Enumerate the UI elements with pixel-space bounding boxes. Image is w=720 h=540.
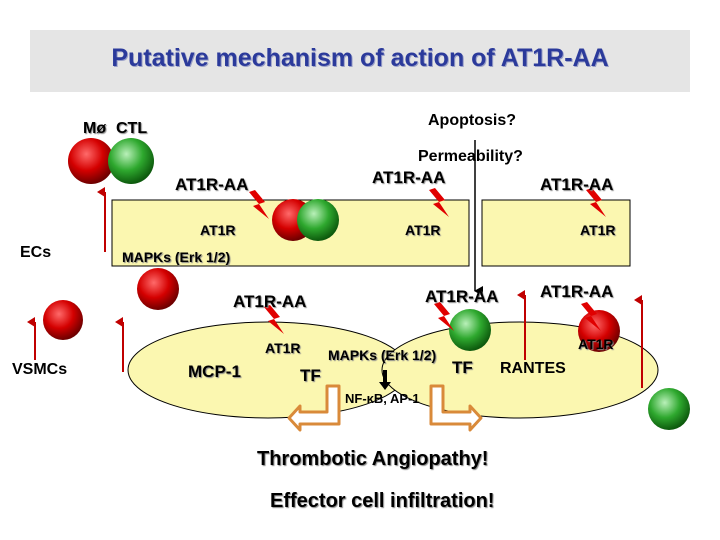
mapks-label: MAPKs (Erk 1/2)	[122, 249, 231, 265]
macrophage-cell	[137, 268, 179, 310]
tf-label: TF	[452, 358, 473, 377]
nfkb-arrow-left	[287, 384, 341, 432]
at1r-aa-label: AT1R-AA	[233, 292, 307, 311]
ecs-label: ECs	[20, 244, 52, 261]
at1r-receptor-label: AT1R	[200, 222, 236, 238]
signal-arrowhead	[379, 382, 391, 390]
at1r-aa-label: AT1R-AA	[425, 287, 499, 306]
lightning-icon	[249, 190, 269, 219]
at1r-receptor-label: AT1R	[405, 222, 441, 238]
rantes-label: RANTES	[500, 360, 566, 377]
lightning-icon	[434, 302, 454, 331]
ctl-cell	[297, 199, 339, 241]
ctl-cell	[648, 388, 690, 430]
ec-cell-right	[481, 199, 631, 267]
mcp1-label: MCP-1	[188, 362, 241, 381]
apoptosis-label: Apoptosis?	[428, 112, 516, 129]
ctl-cell	[108, 138, 154, 184]
outcome-thrombotic-label: Thrombotic Angiopathy!	[257, 448, 489, 470]
lightning-icon	[264, 305, 284, 334]
at1r-receptor-label: AT1R	[578, 336, 614, 352]
mapks-label: MAPKs (Erk 1/2)	[328, 347, 437, 363]
ctl-label: CTL	[116, 120, 148, 137]
at1r-aa-label: AT1R-AA	[540, 282, 614, 301]
title-band: Putative mechanism of action of AT1R-AA	[30, 30, 690, 92]
page-title: Putative mechanism of action of AT1R-AA	[111, 44, 609, 72]
tf-label: TF	[300, 366, 321, 385]
outcome-infiltration-label: Effector cell infiltration!	[270, 490, 495, 512]
at1r-aa-label: AT1R-AA	[540, 175, 614, 194]
macrophage-cell	[43, 300, 83, 340]
ctl-cell	[449, 309, 491, 351]
nfkb-arrow-right	[429, 384, 483, 432]
lightning-icon	[581, 302, 601, 331]
at1r-aa-label: AT1R-AA	[175, 175, 249, 194]
macrophage-cell	[68, 138, 114, 184]
permeability-label: Permeability?	[418, 148, 523, 165]
lightning-icon	[586, 188, 606, 217]
nfkb-label: NF-κB, AP-1	[345, 391, 420, 406]
vsmcs-label: VSMCs	[12, 361, 68, 378]
macrophage-label: Mø	[83, 120, 107, 137]
at1r-receptor-label: AT1R	[580, 222, 616, 238]
at1r-receptor-label: AT1R	[265, 340, 301, 356]
lightning-icon	[429, 188, 449, 217]
at1r-aa-label: AT1R-AA	[372, 168, 446, 187]
